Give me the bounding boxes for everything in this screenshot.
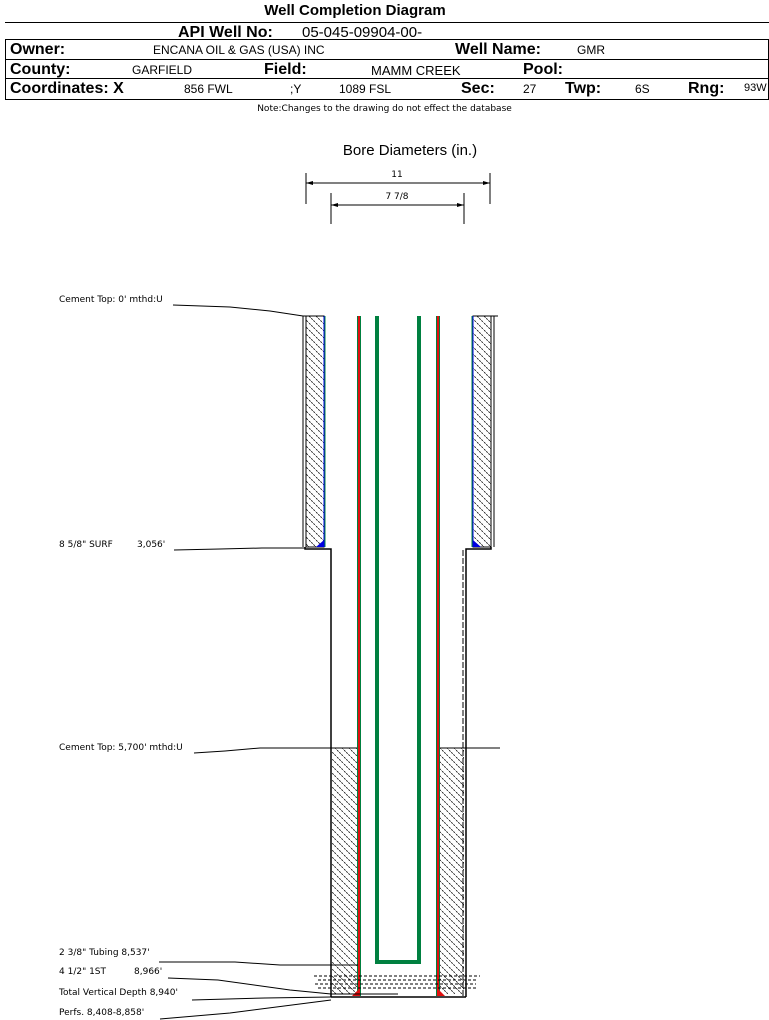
- production-casing: [352, 316, 445, 996]
- sec-label: Sec:: [461, 80, 495, 97]
- production-shoe-right-icon: [437, 988, 445, 996]
- county-label: County:: [10, 61, 71, 78]
- coords-x-value: 856 FWL: [184, 82, 233, 96]
- twp-label: Twp:: [565, 80, 602, 97]
- api-label: API Well No:: [178, 24, 273, 41]
- perforations: [314, 975, 480, 989]
- owner-value: ENCANA OIL & GAS (USA) INC: [153, 43, 325, 57]
- cement-top-production-label: Cement Top: 5,700' mthd:U: [59, 743, 183, 753]
- county-row: County: GARFIELD Field: MAMM CREEK Pool:: [5, 59, 769, 80]
- page-title: Well Completion Diagram: [264, 2, 446, 19]
- surface-casing: [316, 316, 481, 547]
- tubing: [375, 316, 421, 964]
- rng-label: Rng:: [688, 80, 725, 97]
- bore-inner-label: 7 7/8: [385, 192, 408, 202]
- owner-row: Owner: ENCANA OIL & GAS (USA) INC Well N…: [5, 39, 769, 60]
- production-cement: [331, 747, 500, 994]
- tubing-label: 2 3/8" Tubing 8,537': [59, 948, 150, 958]
- production-casing-depth: 8,966': [134, 967, 162, 977]
- sec-value: 27: [523, 82, 537, 96]
- hole-bottom: [331, 993, 466, 998]
- surface-shoe-left-icon: [316, 540, 324, 547]
- surface-casing-label: 8 5/8" SURF: [59, 540, 113, 550]
- well-name-value: GMR: [577, 43, 605, 57]
- tvd-label: Total Vertical Depth 8,940': [58, 988, 178, 998]
- bore-dimension-inner: 7 7/8: [330, 192, 465, 224]
- api-row: API Well No: 05-045-09904-00-: [5, 22, 769, 43]
- county-value: GARFIELD: [132, 63, 193, 77]
- cement-top-surface-label: Cement Top: 0' mthd:U: [59, 295, 163, 305]
- leader-lines: [159, 304, 358, 1020]
- owner-label: Owner:: [10, 41, 66, 58]
- perfs-label: Perfs. 8,408-8,858': [59, 1008, 144, 1018]
- coords-label: Coordinates: X: [10, 80, 124, 97]
- surface-shoe-right-icon: [473, 540, 481, 547]
- surface-cement: [302, 315, 498, 548]
- field-value: MAMM CREEK: [371, 63, 461, 78]
- api-value: 05-045-09904-00-: [302, 24, 423, 41]
- coords-y-value: 1089 FSL: [339, 82, 392, 96]
- field-label: Field:: [264, 61, 307, 78]
- surface-casing-depth: 3,056': [137, 540, 165, 550]
- bore-outer-label: 11: [391, 170, 402, 180]
- coords-y-label: ;Y: [290, 82, 302, 96]
- database-note: Note:Changes to the drawing do not effec…: [257, 104, 512, 114]
- bore-dimension-outer: 11: [305, 170, 491, 204]
- pool-label: Pool:: [523, 61, 563, 78]
- bore-diameters-title: Bore Diameters (in.): [343, 142, 477, 159]
- production-casing-label: 4 1/2" 1ST: [59, 967, 107, 977]
- rng-value: 93W: [744, 82, 767, 94]
- well-name-label: Well Name:: [455, 41, 541, 58]
- twp-value: 6S: [635, 82, 650, 96]
